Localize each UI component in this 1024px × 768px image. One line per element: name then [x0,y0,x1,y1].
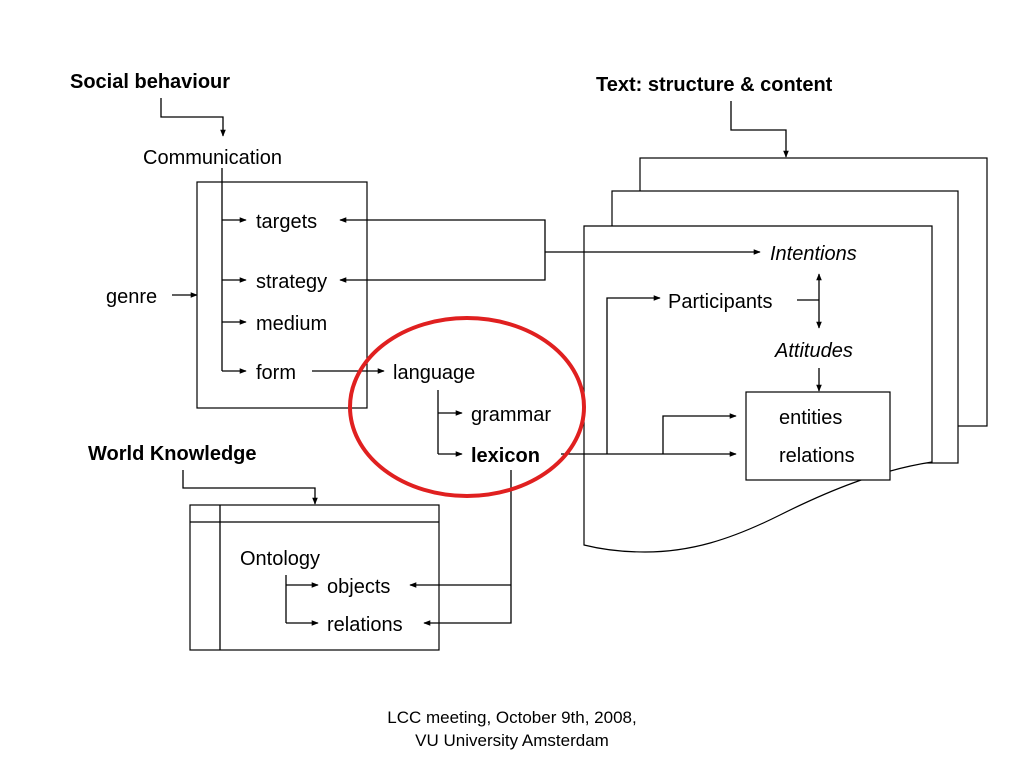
communication-item-form: form [256,362,296,384]
arrow-social-to-communication [160,98,226,137]
attitudes-label: Attitudes [774,340,853,362]
communication-item-medium: medium [256,313,327,335]
arrow-lexicon-to-ontology-relations [423,470,512,626]
intentions-label: Intentions [770,243,857,265]
arrow-lexicon-to-entities [662,413,737,454]
language-title: language [393,362,475,384]
entities-relations-box [745,391,891,481]
footer: LCC meeting, October 9th, 2008, VU Unive… [0,706,1024,752]
world-knowledge-heading: World Knowledge [88,443,257,465]
text-item-relations: relations [779,445,855,467]
communication-item-strategy: strategy [256,271,327,293]
ontology-title: Ontology [240,548,320,570]
ontology-item-relations: relations [327,614,403,636]
arrow-world-to-ontology [182,470,318,505]
footer-line-1: LCC meeting, October 9th, 2008, [387,708,637,727]
lexicon-highlight-circle [348,316,586,498]
communication-item-targets: targets [256,211,317,233]
connector-lines [160,98,822,626]
communication-title: Communication [143,147,282,169]
footer-line-2: VU University Amsterdam [415,731,609,750]
diagram-canvas: Social behaviour Text: structure & conte… [70,71,988,651]
arrow-lexicon-to-participants [606,295,661,454]
genre-label: genre [106,286,157,308]
ontology-item-objects: objects [327,576,390,598]
bracket-targets-strategy [339,217,546,283]
language-item-grammar: grammar [471,404,551,426]
language-item-lexicon: lexicon [471,445,540,467]
ontology-box [189,504,440,651]
participants-label: Participants [668,291,773,313]
social-behaviour-heading: Social behaviour [70,71,230,93]
text-item-entities: entities [779,407,842,429]
arrow-text-to-document [730,101,789,158]
document-page-front [583,225,933,553]
text-structure-heading: Text: structure & content [596,74,833,96]
